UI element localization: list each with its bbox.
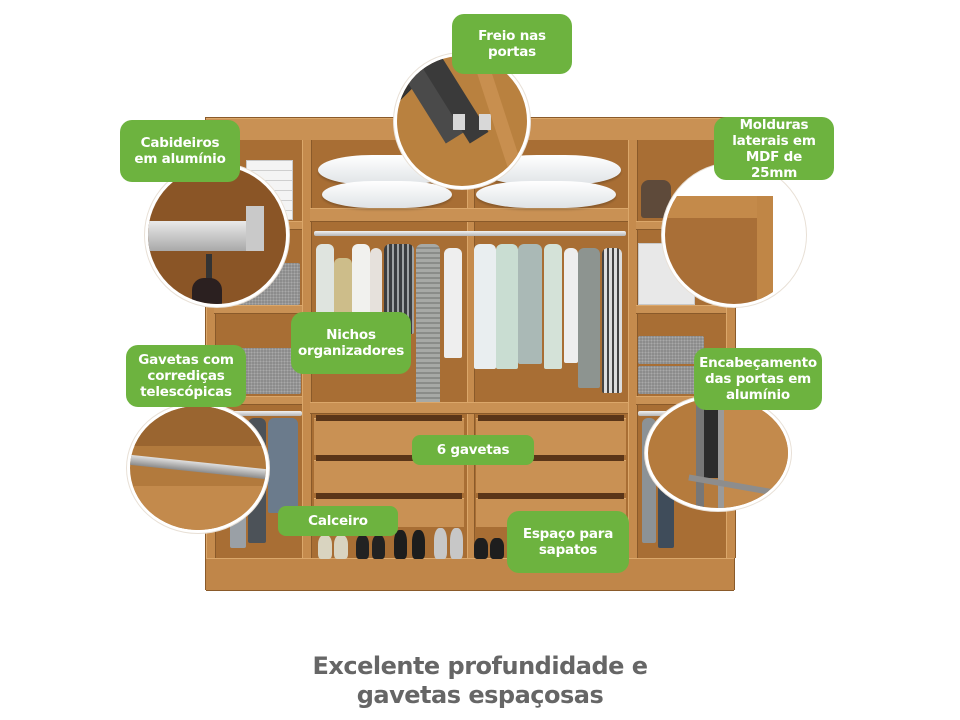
callout-text: Cabideiros: [140, 135, 220, 151]
drawer-handle: [478, 493, 624, 499]
garment: [416, 244, 440, 404]
shoe: [394, 530, 407, 559]
drawer-top-shelf: [310, 402, 628, 414]
drawer-handle: [316, 455, 462, 461]
divider-right: [628, 140, 638, 558]
callout-aluminum-door-edging: Encabeçamento das portas em alumínio: [694, 348, 822, 410]
callout-door-brake: Freio nas portas: [452, 14, 572, 74]
caption-line-2: gavetas espaçosas: [356, 681, 604, 709]
shelf: [636, 305, 726, 314]
callout-text: Freio nas: [478, 28, 546, 44]
garment: [602, 248, 622, 393]
callout-telescopic-drawers: Gavetas com corrediças telescópicas: [126, 345, 246, 407]
storage-box: [638, 336, 704, 364]
garment: [316, 244, 334, 314]
garment: [564, 248, 578, 363]
drawer: [314, 460, 464, 493]
callout-text: MDF de 25mm: [745, 148, 803, 181]
drawer-handle: [478, 455, 624, 461]
detail-circle-door-brake: [394, 53, 530, 189]
pillow: [322, 181, 452, 208]
storage-box: [241, 348, 301, 394]
callout-shoe-space: Espaço para sapatos: [507, 511, 629, 573]
callout-text: Molduras: [739, 116, 809, 133]
shoe: [356, 535, 369, 559]
garment: [474, 244, 496, 369]
drawer-handle: [316, 493, 462, 499]
shoe: [474, 538, 488, 559]
callout-text: Nichos: [326, 327, 376, 343]
callout-shoe-rack: Calceiro: [278, 506, 398, 536]
callout-organizer-niches: Nichos organizadores: [291, 312, 411, 374]
drawer: [476, 460, 626, 493]
upper-shelf: [310, 208, 628, 222]
drawer-handle: [478, 415, 624, 421]
callout-text: portas: [487, 44, 536, 60]
garment: [496, 244, 518, 369]
shoe: [334, 535, 348, 559]
storage-box: [638, 366, 704, 394]
detail-circle-side-molding: [662, 163, 806, 307]
pillow: [476, 181, 616, 208]
shoe: [434, 528, 447, 559]
garment: [268, 418, 298, 513]
callout-text: 6 gavetas: [436, 442, 510, 458]
detail-circle-hanger-rail: [145, 163, 289, 307]
callout-text: em alumínio: [134, 151, 226, 167]
detail-circle-door-profile: [645, 395, 791, 511]
callout-text: laterais em: [732, 132, 816, 149]
shoe: [450, 528, 463, 559]
callout-text: Encabeçamento: [699, 355, 817, 371]
garment: [370, 248, 382, 328]
shoe: [490, 538, 504, 559]
shoe: [412, 530, 425, 559]
shelf: [214, 305, 302, 314]
callout-text: Gavetas com: [138, 352, 234, 368]
shoe: [372, 535, 385, 559]
callout-text: corrediças: [147, 368, 225, 384]
garment: [518, 244, 542, 364]
shelf: [214, 396, 302, 405]
callout-text: Espaço para: [522, 526, 614, 542]
garment: [578, 248, 600, 388]
drawer-handle: [316, 415, 462, 421]
detail-circle-telescopic-slide: [127, 403, 269, 533]
garment: [544, 244, 562, 369]
base-panel: [206, 558, 734, 591]
callout-text: organizadores: [297, 343, 405, 359]
hanging-rod: [314, 231, 626, 236]
shoe: [318, 535, 332, 559]
callout-text: Calceiro: [308, 513, 368, 529]
garment: [334, 258, 352, 313]
callout-text: alumínio: [726, 387, 790, 403]
callout-text: sapatos: [538, 542, 598, 558]
callout-text: das portas em: [704, 371, 812, 387]
callout-side-moldings: Molduras laterais em MDF de 25mm: [714, 116, 834, 181]
callout-six-drawers: 6 gavetas: [412, 435, 534, 465]
callout-aluminum-hangers: Cabideiros em alumínio: [120, 120, 240, 182]
garment: [444, 248, 462, 358]
callout-text: telescópicas: [140, 384, 232, 400]
caption-line-1: Excelente profundidade e: [312, 652, 648, 680]
